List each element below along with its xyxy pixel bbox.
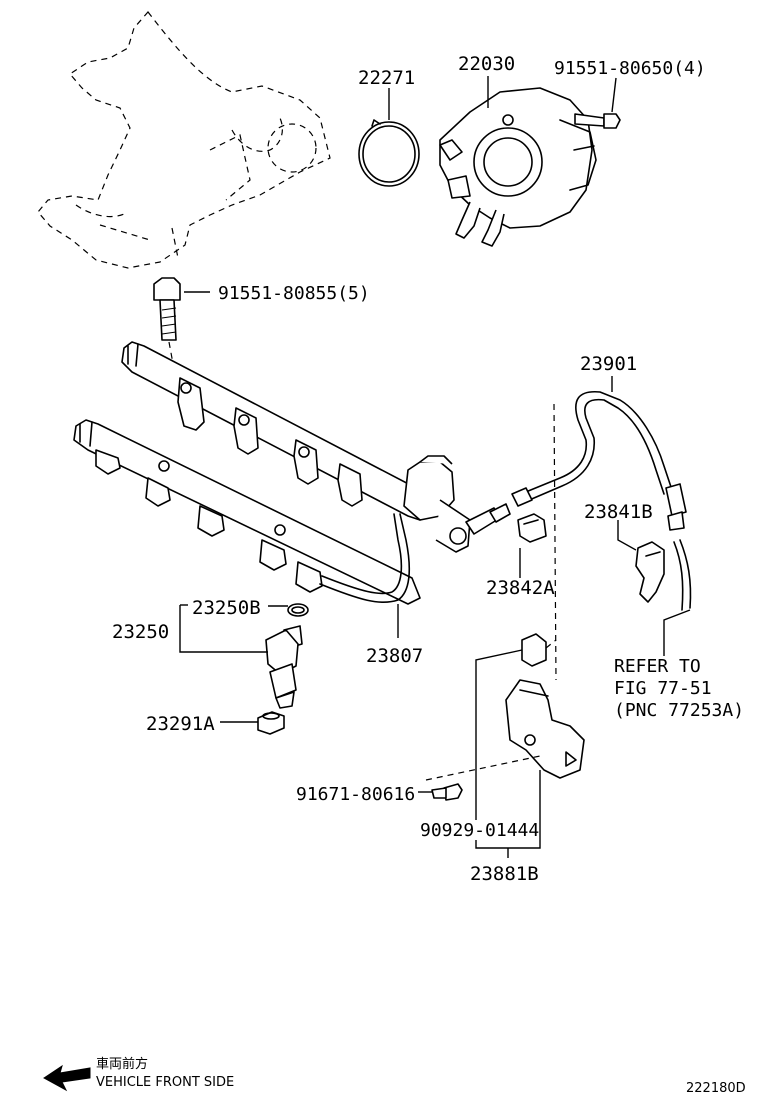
label-refer-pnc: (PNC 77253A)	[614, 700, 744, 721]
vehicle-front-arrow-icon	[43, 1064, 91, 1092]
throttle-body-22030	[439, 87, 597, 247]
fuel-rail-lower	[73, 419, 421, 605]
leader-lines	[179, 76, 691, 858]
clamp-90929-01444	[521, 633, 547, 667]
label-22030: 22030	[458, 53, 515, 75]
label-90929-01444: 90929-01444	[420, 820, 539, 841]
gasket-ring-22271	[358, 119, 420, 187]
label-23250B: 23250B	[192, 597, 261, 619]
label-23901: 23901	[580, 353, 637, 375]
label-22271: 22271	[358, 67, 415, 89]
hose-refer-77-51	[673, 539, 692, 611]
dashed-guides	[425, 403, 557, 781]
label-23291A: 23291A	[146, 713, 215, 735]
label-23881B: 23881B	[470, 863, 539, 885]
label-23807: 23807	[366, 645, 423, 667]
intake-manifold-outline	[37, 11, 331, 269]
label-91671-80616: 91671-80616	[296, 784, 415, 805]
fuel-hose-23807	[319, 513, 411, 604]
bolt-91551-80650	[574, 113, 621, 129]
clip-23841B	[635, 541, 665, 603]
clip-23842A	[517, 513, 547, 543]
fuel-pressure-regulator	[403, 455, 511, 553]
bracket-23881B	[505, 679, 585, 779]
bolt-91671-80616	[431, 783, 463, 801]
label-23841B: 23841B	[584, 501, 653, 523]
label-23250: 23250	[112, 621, 169, 643]
footer-vehicle-front-side: VEHICLE FRONT SIDE	[96, 1075, 234, 1090]
label-91551-80855: 91551-80855(5)	[218, 283, 370, 304]
label-refer-fig: FIG 77-51	[614, 678, 712, 699]
fuel-tube-23901	[511, 391, 687, 531]
label-23842A: 23842A	[486, 577, 555, 599]
label-91551-80650: 91551-80650(4)	[554, 58, 706, 79]
fuel-injector-23250	[265, 625, 303, 709]
diagram-code: 222180D	[686, 1081, 746, 1096]
footer-japanese: 車両前方	[96, 1056, 148, 1072]
insulator-23291A	[257, 711, 285, 735]
label-refer-to: REFER TO	[614, 656, 701, 677]
o-ring-23250B	[287, 603, 309, 617]
bolt-91551-80855	[153, 277, 181, 381]
